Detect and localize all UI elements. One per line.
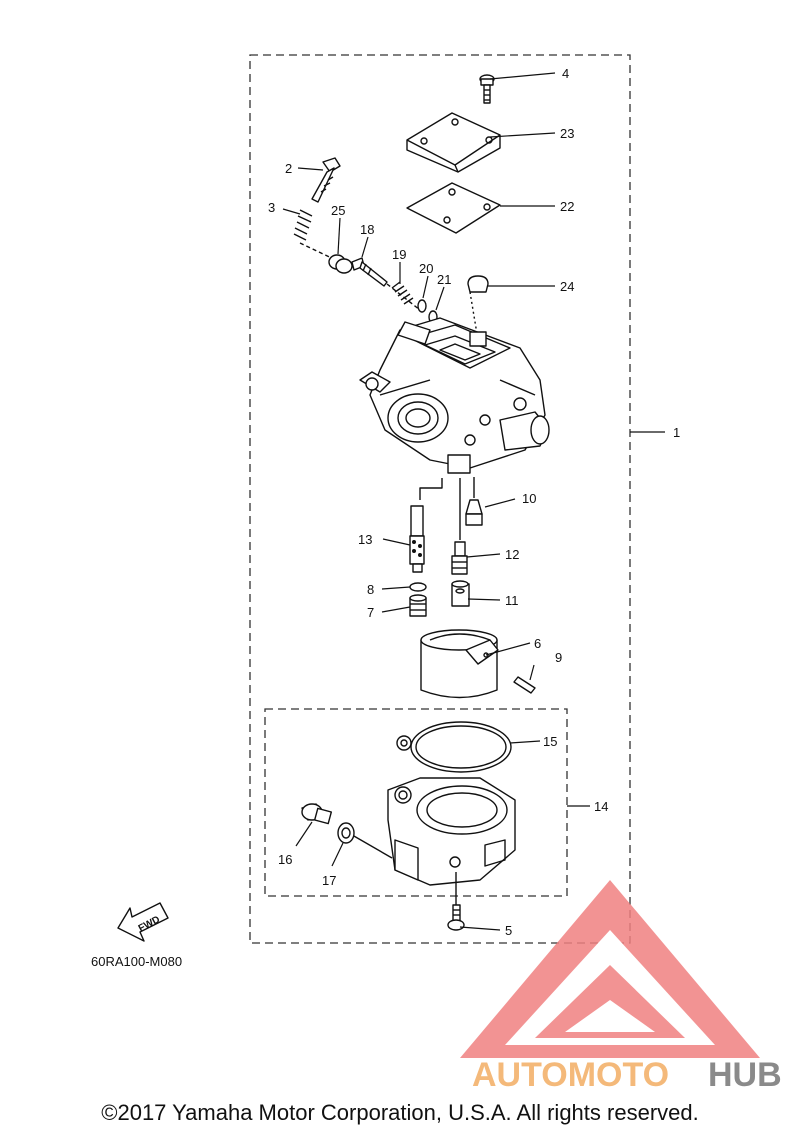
callout-19: 19 bbox=[392, 247, 406, 262]
part-17-washer bbox=[337, 822, 355, 844]
part-4-screw bbox=[479, 74, 495, 104]
callout-10: 10 bbox=[522, 491, 536, 506]
callout-14: 14 bbox=[594, 799, 608, 814]
assembly-frame bbox=[249, 54, 631, 944]
callout-16: 16 bbox=[278, 852, 292, 867]
callout-12: 12 bbox=[505, 547, 519, 562]
callout-7: 7 bbox=[367, 605, 374, 620]
part-2-screw bbox=[311, 157, 341, 203]
callout-24: 24 bbox=[560, 279, 574, 294]
callout-8: 8 bbox=[367, 582, 374, 597]
part-9-float-pin bbox=[513, 676, 536, 694]
watermark-text-b: HUB bbox=[708, 1056, 782, 1094]
part-10-needle-valve bbox=[465, 499, 483, 526]
watermark-logo: AUTOMOTO HUB bbox=[460, 880, 782, 1094]
watermark-text-a: AUTOMOTO bbox=[472, 1056, 669, 1094]
part-6-float bbox=[420, 629, 499, 699]
callout-18: 18 bbox=[360, 222, 374, 237]
part-25-cap bbox=[328, 254, 353, 274]
callout-15: 15 bbox=[543, 734, 557, 749]
callout-20: 20 bbox=[419, 261, 433, 276]
part-18-needle bbox=[351, 257, 421, 311]
part-23-cover bbox=[406, 112, 501, 173]
callout-23: 23 bbox=[560, 126, 574, 141]
callout-25: 25 bbox=[331, 203, 345, 218]
callout-1: 1 bbox=[673, 425, 680, 440]
part-7-main-jet bbox=[409, 594, 427, 617]
part-13-emulsion-tube bbox=[409, 505, 425, 573]
callout-13: 13 bbox=[358, 532, 372, 547]
callout-21: 21 bbox=[437, 272, 451, 287]
part-16-drain-screw bbox=[301, 803, 333, 825]
part-20-washer bbox=[417, 299, 427, 313]
part-8-oring bbox=[409, 582, 427, 592]
fwd-arrow-icon bbox=[117, 902, 169, 942]
subassembly-frame bbox=[264, 708, 568, 897]
callout-11: 11 bbox=[505, 593, 519, 608]
callout-5: 5 bbox=[505, 923, 512, 938]
part-1-carburetor-body bbox=[359, 317, 550, 474]
callout-3: 3 bbox=[268, 200, 275, 215]
part-19-spring bbox=[391, 281, 414, 305]
callout-4: 4 bbox=[562, 66, 569, 81]
part-11-plug bbox=[451, 580, 470, 607]
part-14-float-bowl bbox=[339, 777, 516, 886]
part-15-gasket bbox=[396, 721, 512, 773]
diagram-part-code: 60RA100-M080 bbox=[91, 954, 182, 969]
callout-17: 17 bbox=[322, 873, 336, 888]
part-22-gasket bbox=[406, 182, 501, 234]
callout-6: 6 bbox=[534, 636, 541, 651]
callout-22: 22 bbox=[560, 199, 574, 214]
copyright-notice: ©2017 Yamaha Motor Corporation, U.S.A. A… bbox=[101, 1100, 699, 1125]
part-12-pilot-jet bbox=[451, 541, 468, 575]
callout-9: 9 bbox=[555, 650, 562, 665]
callout-2: 2 bbox=[285, 161, 292, 176]
